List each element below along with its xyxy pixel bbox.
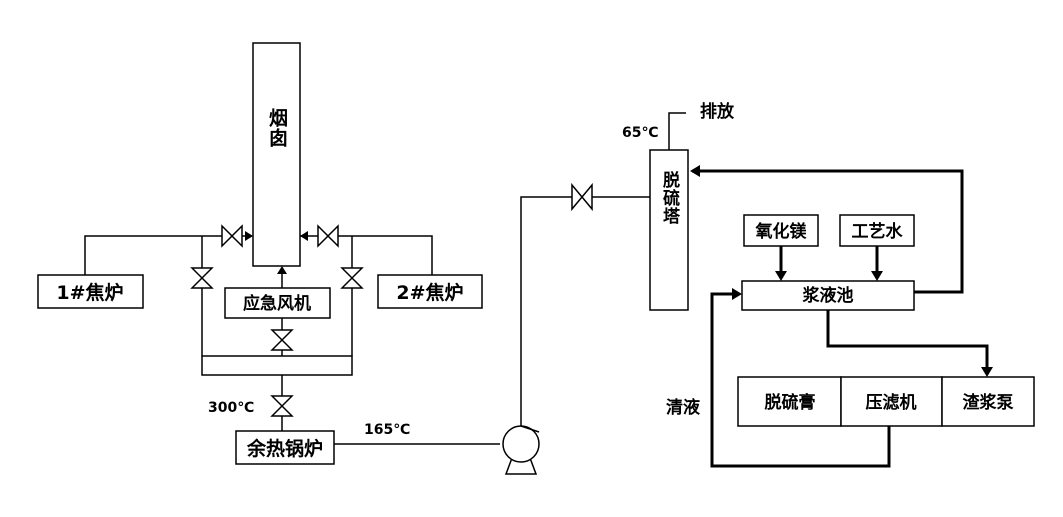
coke-oven-1-label: 1#焦炉 <box>56 281 123 304</box>
emergency-fan-box <box>224 287 331 319</box>
coke-oven-2-label: 2#焦炉 <box>396 281 463 304</box>
desulfurization-paste-box <box>737 376 842 427</box>
temp-tower-top: 65℃ <box>622 125 658 141</box>
valve-right-drop <box>340 267 364 289</box>
magnesium-oxide-label: 氧化镁 <box>755 221 807 242</box>
valve-boiler <box>270 395 294 417</box>
magnesium-oxide-box <box>743 214 819 247</box>
temp-boiler-inlet: 300℃ <box>208 400 254 416</box>
desulfurization-tower-box <box>649 149 689 311</box>
pipe-oven1-to-chimney <box>84 235 252 275</box>
pipe-clear-liquid-return <box>710 292 891 468</box>
arrow-into-chimney-left <box>245 231 253 241</box>
pipe-slurry-return <box>692 169 964 294</box>
pipe-oven2-to-chimney <box>300 235 433 275</box>
pipe-discharge <box>668 112 686 150</box>
discharge-label: 排放 <box>700 101 735 122</box>
valve-fan <box>270 329 294 351</box>
desulfurization-paste-label: 脱硫膏 <box>765 392 816 413</box>
valve-left-drop <box>190 267 214 289</box>
pump-icon <box>502 425 540 475</box>
process-water-label: 工艺水 <box>852 221 904 242</box>
pipe-pump-to-tower <box>520 196 650 426</box>
arrow-mgo-to-tank <box>775 271 787 281</box>
slag-pump-label: 渣浆泵 <box>963 392 1014 413</box>
temp-boiler-outlet: 165℃ <box>364 422 410 438</box>
manifold-box <box>201 355 353 376</box>
slurry-tank-box <box>741 280 915 311</box>
emergency-fan-label: 应急风机 <box>243 293 311 314</box>
chimney-box <box>252 42 301 267</box>
valve-left-top <box>221 224 243 248</box>
arrow-into-tower <box>690 165 700 177</box>
arrow-into-chimney-right <box>300 231 308 241</box>
arrow-clear-liquid-into-tank <box>732 288 742 300</box>
slurry-tank-label: 浆液池 <box>803 285 854 306</box>
desulfurization-tower-label: 脱硫塔 <box>659 170 680 225</box>
slag-pump-box <box>941 376 1035 427</box>
waste-heat-boiler-label: 余热锅炉 <box>246 437 323 460</box>
coke-oven-1-box <box>37 274 144 309</box>
chimney-label: 烟囱 <box>266 107 288 148</box>
arrow-water-to-tank <box>871 271 883 281</box>
filter-press-label: 压滤机 <box>866 392 917 413</box>
process-water-box <box>839 214 915 247</box>
valve-right-top <box>317 224 339 248</box>
arrow-to-slag-pump <box>981 367 993 377</box>
pipe-tank-to-slag-pump <box>826 310 989 370</box>
arrow-fan-to-chimney <box>277 266 287 274</box>
clear-liquid-label: 清液 <box>666 397 700 418</box>
waste-heat-boiler-box <box>235 430 335 465</box>
valve-tower-inlet <box>571 182 593 212</box>
coke-oven-2-box <box>377 274 483 309</box>
